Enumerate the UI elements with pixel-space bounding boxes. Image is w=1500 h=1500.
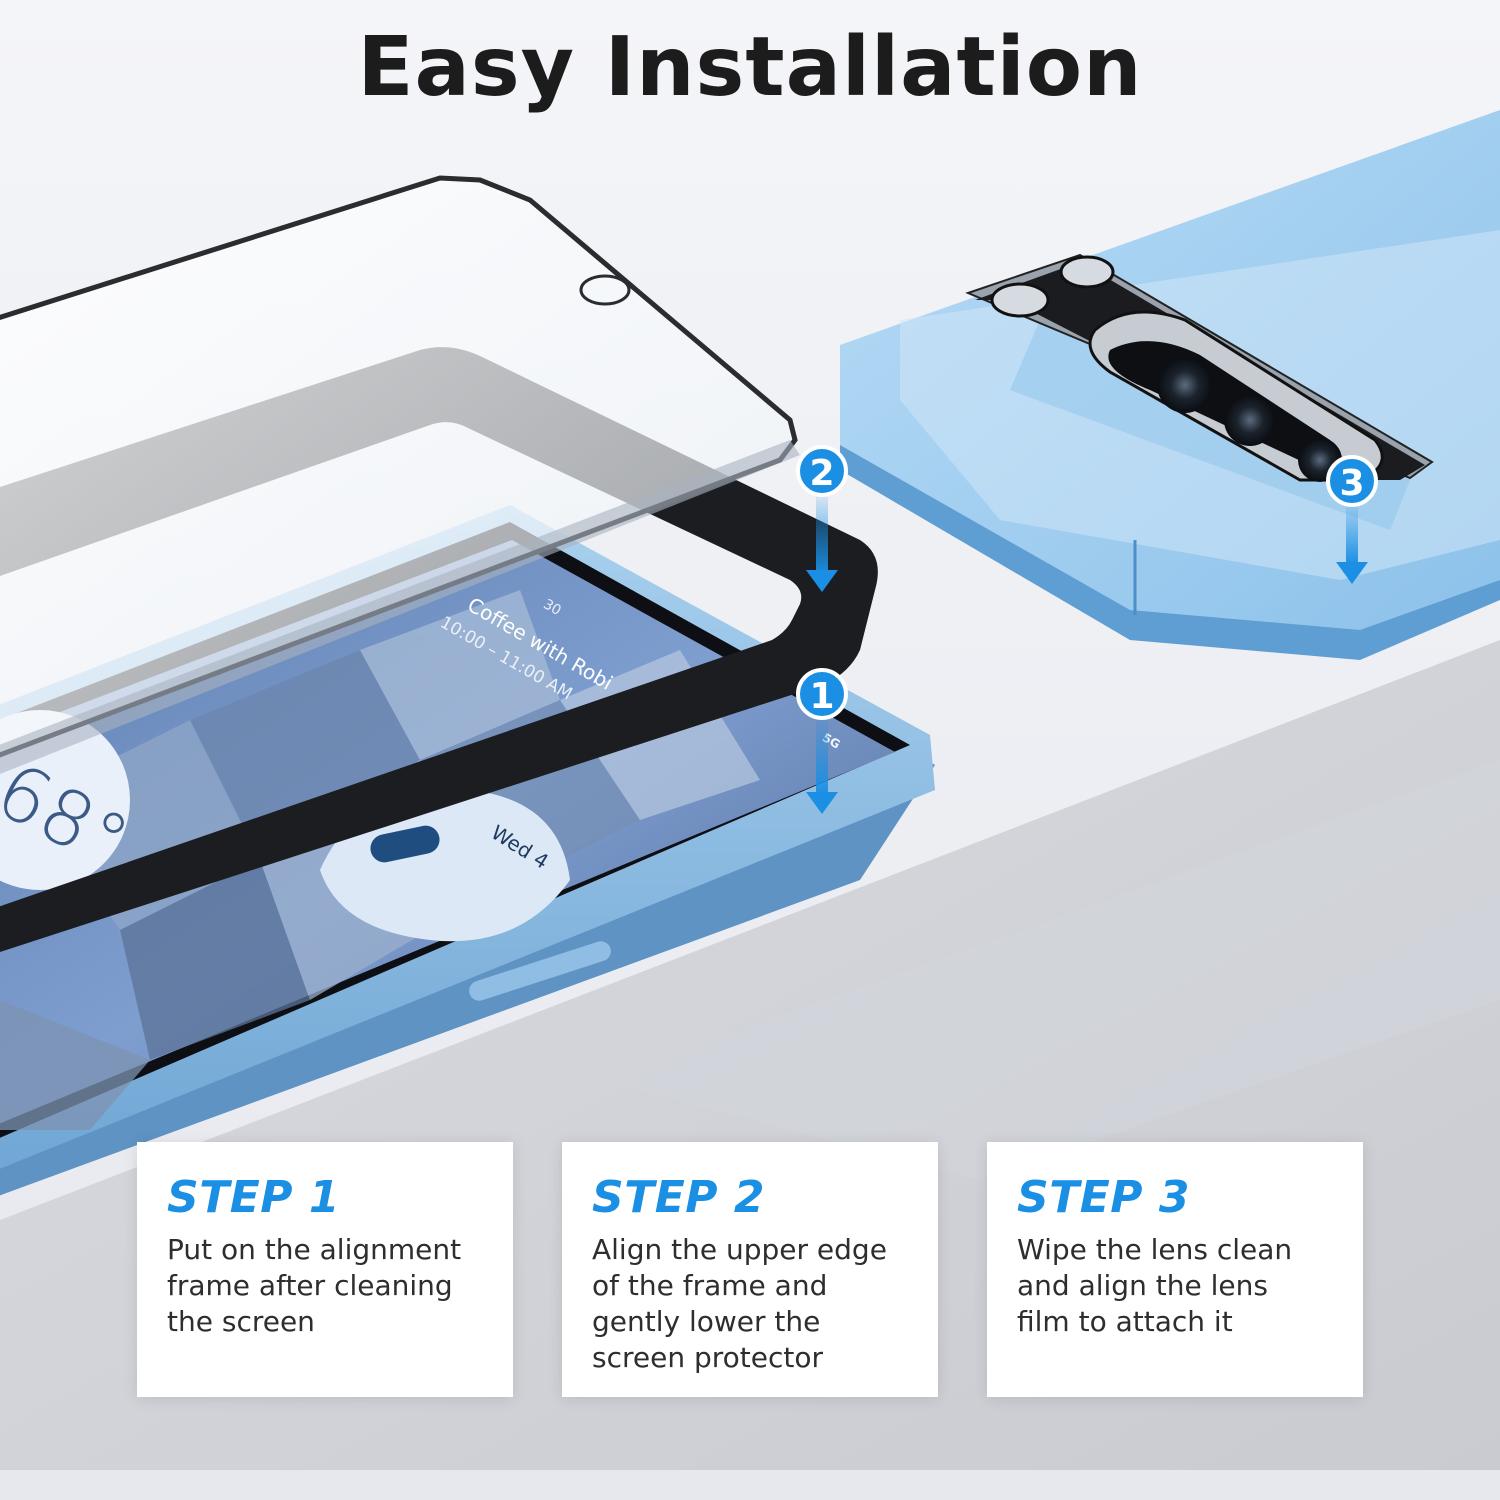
step-card-1: STEP 1 Put on the alignment frame after … [137,1142,513,1397]
back-side-edge [840,445,1500,660]
step-line: screen protector [592,1341,823,1374]
badge-1 [796,668,848,720]
mic-ring [1059,255,1115,289]
badge-3-number: 3 [1339,463,1364,504]
arrow-1-head [806,792,838,814]
step-line: of the frame and [592,1269,828,1302]
camera-cutout [579,274,631,306]
side-button [467,939,613,1003]
lens-2 [1224,394,1276,446]
arrow-2-shaft [816,495,828,575]
step-line: Align the upper edge [592,1233,887,1266]
arrow-3-head [1336,562,1368,584]
step-card-3: STEP 3 Wipe the lens clean and align the… [987,1142,1363,1397]
arrow-3-shaft [1346,505,1358,565]
step-line: Wipe the lens clean [1017,1233,1293,1266]
step-description: Align the upper edge of the frame and ge… [592,1232,918,1376]
step-line: the screen [167,1305,315,1338]
step-line: gently lower the [592,1305,821,1338]
arrow-2-head [806,570,838,592]
step-heading: STEP 3 [1017,1172,1190,1223]
badge-2 [796,445,848,497]
step-description: Wipe the lens clean and align the lens f… [1017,1232,1343,1340]
step-description: Put on the alignment frame after cleanin… [167,1232,493,1340]
clock-text: 30 [540,596,563,619]
badge-2-group: 2 [796,445,848,592]
badge-3-group: 3 [1326,455,1378,584]
step-heading: STEP 2 [592,1172,765,1223]
page-title: Easy Installation [357,20,1143,115]
date-pill [370,825,440,863]
table-shadow [600,760,1500,1180]
lens-1 [1157,357,1213,413]
badge-1-group: 1 [796,668,848,814]
step-line: and align the lens [1017,1269,1268,1302]
phone-back [840,110,1500,660]
step-line: frame after cleaning [167,1269,453,1302]
step-card-2: STEP 2 Align the upper edge of the frame… [562,1142,938,1397]
step-line: Put on the alignment [167,1233,462,1266]
step-heading: STEP 1 [167,1172,340,1223]
badge-3 [1326,455,1378,507]
badge-1-number: 1 [809,676,834,717]
flash-ring [990,282,1050,318]
badge-2-number: 2 [809,453,834,494]
glass-edge [0,440,800,775]
step-line: film to attach it [1017,1305,1233,1338]
arrow-1-shaft [816,718,828,796]
screen-protector [0,175,800,775]
